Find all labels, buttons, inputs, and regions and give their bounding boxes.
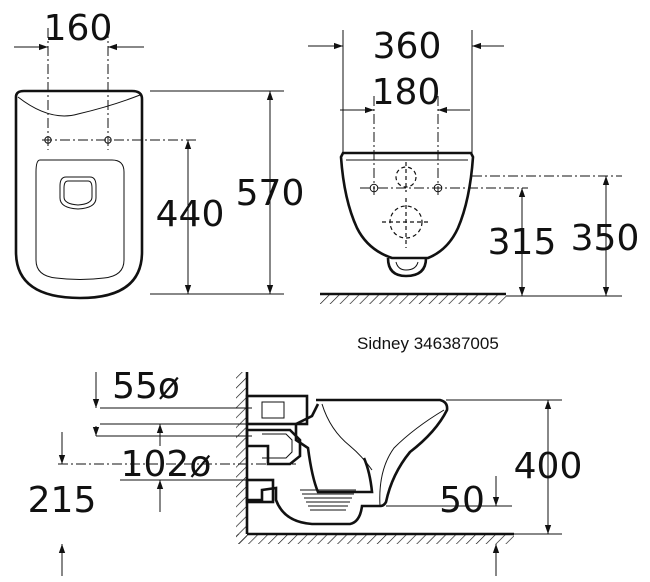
connector-upper bbox=[245, 394, 309, 426]
water-surface-pattern bbox=[300, 489, 356, 511]
wall-outlet-block bbox=[245, 478, 275, 504]
bowl-top-outline bbox=[14, 89, 144, 300]
dim-440-label: 440 bbox=[156, 194, 225, 235]
side-floor-hatch bbox=[236, 534, 514, 544]
bowl-front-outline bbox=[339, 151, 475, 260]
connector-lower bbox=[245, 428, 302, 466]
model-caption: Sidney 346387005 bbox=[357, 334, 499, 353]
bowl-top-drain-inner bbox=[63, 180, 93, 206]
dim-55-label: 55ø bbox=[112, 366, 180, 407]
dim-360-label: 360 bbox=[373, 26, 442, 67]
dim-215-label: 215 bbox=[28, 480, 97, 521]
front-view: 360 180 315 350 bbox=[308, 26, 639, 304]
bowl-top-drain-outline bbox=[59, 176, 97, 210]
connector-upper-inner bbox=[261, 401, 285, 419]
dim-570-label: 570 bbox=[236, 173, 305, 214]
bowl-top-rim-curve bbox=[17, 94, 141, 117]
dim-350-label: 350 bbox=[571, 218, 640, 259]
side-view: 55ø 102ø 215 400 50 bbox=[28, 366, 583, 576]
bowl-front-foot bbox=[386, 257, 428, 278]
wall-hatch bbox=[236, 372, 247, 544]
top-view: 160 440 570 bbox=[14, 8, 305, 300]
bowl-top-inner-outline bbox=[35, 159, 125, 280]
dim-400-label: 400 bbox=[514, 446, 583, 487]
front-fixing-hole-left bbox=[369, 183, 379, 193]
connector-lower-detail bbox=[262, 433, 293, 459]
bowl-side-outer-curve bbox=[379, 409, 445, 507]
dim-180-label: 180 bbox=[372, 72, 441, 113]
dim-315-label: 315 bbox=[488, 222, 557, 263]
floor-hatch bbox=[320, 294, 506, 304]
bowl-front-foot-inner bbox=[395, 261, 419, 271]
dim-50-label: 50 bbox=[439, 480, 485, 521]
dim-160-label: 160 bbox=[44, 8, 113, 49]
bowl-side-outline bbox=[247, 398, 449, 526]
